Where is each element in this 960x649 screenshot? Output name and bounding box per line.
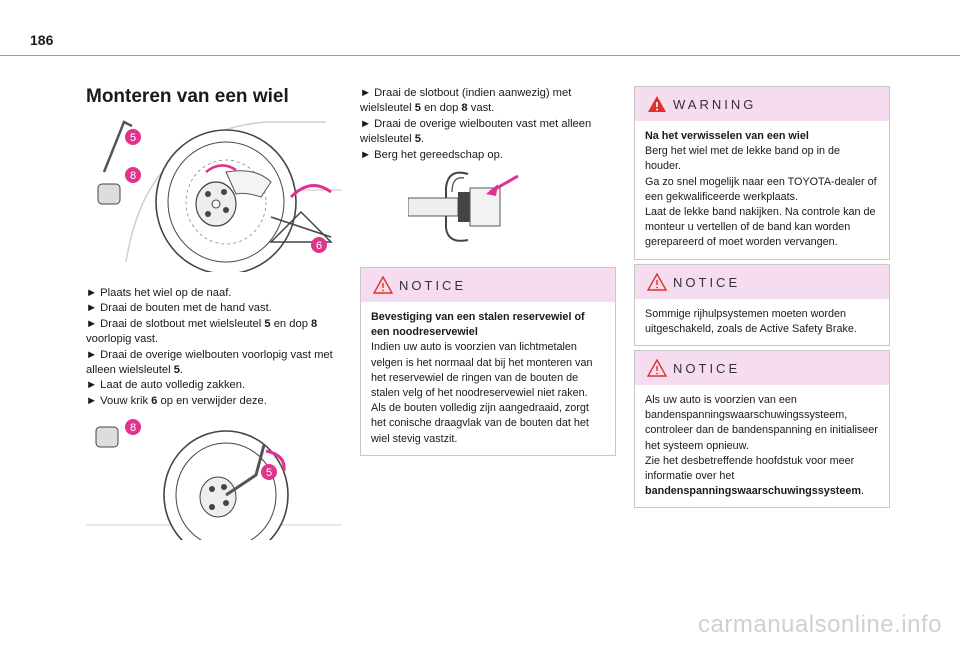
notice3-line-2: Zie het desbetreffende hoofdstuk voor me… <box>645 454 855 483</box>
warning-line-1: Berg het wiel met de lekke band op in de… <box>645 145 841 173</box>
wheel-tightening-illustration: 8 5 <box>86 419 342 540</box>
notice1-bold: Bevestiging van een stalen reservewiel o… <box>371 311 585 339</box>
notice-box-3: NOTICE Als uw auto is voorzien van een b… <box>634 350 890 509</box>
warning-bold: Na het verwisselen van een wiel <box>645 130 809 142</box>
page-title: Monteren van een wiel <box>86 86 289 107</box>
wheel-mounting-illustration: 5 8 6 <box>97 120 342 272</box>
notice-title-3: NOTICE <box>673 361 741 376</box>
warning-icon <box>648 96 666 112</box>
page-number: 186 <box>30 32 54 48</box>
warning-header: WARNING <box>635 87 889 121</box>
notice-title-1: NOTICE <box>399 278 467 293</box>
notice-box-2: NOTICE Sommige rijhulpsystemen moeten wo… <box>634 264 890 347</box>
notice-box-1: NOTICE Bevestiging van een stalen reserv… <box>360 267 616 456</box>
caution-icon <box>647 359 667 377</box>
fig1-label-6: 6 <box>316 240 322 252</box>
notice-header-3: NOTICE <box>635 351 889 385</box>
caution-icon <box>373 276 393 294</box>
col1-step-2: ► Draai de bouten met de hand vast. <box>86 302 272 315</box>
notice1-text: Indien uw auto is voorzien van lichtmeta… <box>371 341 593 445</box>
notice-title-2: NOTICE <box>673 275 741 290</box>
notice2-text: Sommige rijhulpsystemen moeten worden ui… <box>645 308 857 336</box>
notice3-line-1: Als uw auto is voorzien van een bandensp… <box>645 394 878 452</box>
col1-step-5: ► Laat de auto volledig zakken. <box>86 379 246 392</box>
notice-header-2: NOTICE <box>635 265 889 299</box>
fig2-label-8: 8 <box>130 422 136 434</box>
watermark: carmanualsonline.info <box>698 611 942 638</box>
col2-steps: ► Draai de slotbout (indien aanwezig) me… <box>360 86 615 163</box>
caution-icon <box>647 273 667 291</box>
notice-header-1: NOTICE <box>361 268 615 302</box>
col2-step-3: ► Berg het gereedschap op. <box>360 148 503 161</box>
fig2-label-5: 5 <box>266 467 272 479</box>
col1-step-6: ► Vouw krik 6 op en verwijder deze. <box>86 394 267 407</box>
warning-box: WARNING Na het verwisselen van een wiel … <box>634 86 890 260</box>
wheel-bolt-illustration <box>408 171 519 242</box>
col1-steps: ► Plaats het wiel op de naaf. ► Draai de… <box>86 286 341 409</box>
warning-line-2: Ga zo snel mogelijk naar een TOYOTA-deal… <box>645 175 877 203</box>
col1-step-1: ► Plaats het wiel op de naaf. <box>86 287 232 299</box>
col1-step-3: ► Draai de slotbout met wielsleutel 5 en… <box>86 317 318 346</box>
warning-line-3: Laat de lekke band nakijken. Na controle… <box>645 206 876 249</box>
notice3-tail: bandenspanningswaarschuwingssysteem. <box>645 485 865 498</box>
col2-step-1: ► Draai de slotbout (indien aanwezig) me… <box>360 87 572 115</box>
fig1-label-8: 8 <box>130 170 136 182</box>
warning-title: WARNING <box>673 97 757 112</box>
header-divider <box>0 55 960 56</box>
col2-step-2: ► Draai de overige wielbouten vast met a… <box>360 117 592 146</box>
col1-step-4: ► Draai de overige wielbouten voorlopig … <box>86 348 333 377</box>
fig1-label-5: 5 <box>130 132 136 144</box>
